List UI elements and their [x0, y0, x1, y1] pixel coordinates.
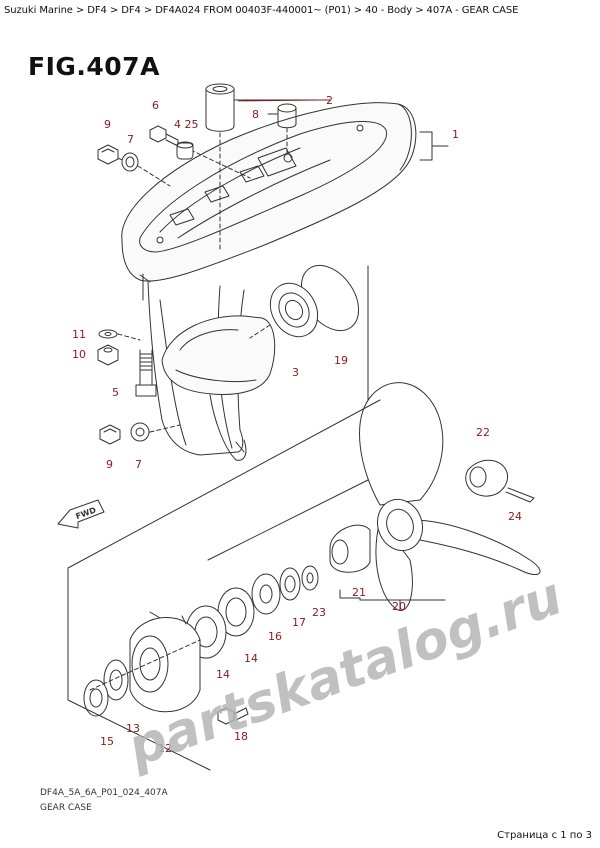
diagram-name: GEAR CASE — [40, 803, 92, 813]
propshaft-housing-12 — [129, 611, 201, 713]
figure-title: FIG.407A — [28, 52, 160, 81]
cotter-pin-24 — [505, 487, 535, 503]
washer-7-top — [121, 152, 139, 172]
spacer-17 — [279, 567, 301, 601]
fwd-arrow-icon — [57, 499, 105, 529]
oil-seal-15 — [83, 679, 109, 717]
oil-seal-13 — [103, 659, 129, 701]
callout-21: 21 — [352, 586, 366, 599]
callout-9-bottom: 9 — [106, 458, 113, 471]
gear-case-housing — [121, 102, 417, 461]
callout-14-upper: 14 — [244, 652, 258, 665]
callout-8: 8 — [252, 108, 259, 121]
washer-7-bottom — [130, 422, 150, 442]
stud-bolt-5 — [135, 349, 157, 397]
callout-20: 20 — [392, 600, 406, 613]
callout-14-lower: 14 — [216, 668, 230, 681]
callout-5: 5 — [112, 386, 119, 399]
bearing-3 — [269, 282, 319, 338]
plug-9-top — [97, 144, 119, 165]
callout-4-25: 4 25 — [174, 118, 199, 131]
callout-23: 23 — [312, 606, 326, 619]
thrust-washer-16 — [251, 573, 281, 615]
damper-4-25 — [176, 141, 194, 160]
callout-19: 19 — [334, 354, 348, 367]
callout-13: 13 — [126, 722, 140, 735]
callout-1: 1 — [452, 128, 459, 141]
nut-10 — [97, 344, 119, 366]
page-indicator: Страница с 1 по 3 — [497, 830, 592, 841]
callout-15: 15 — [100, 735, 114, 748]
callout-17: 17 — [292, 616, 306, 629]
callout-22: 22 — [476, 426, 490, 439]
plug-9-bottom — [99, 424, 121, 445]
callout-2: 2 — [326, 94, 333, 107]
callout-6: 6 — [152, 99, 159, 112]
breadcrumb[interactable]: Suzuki Marine > DF4 > DF4 > DF4A024 FROM… — [4, 5, 519, 16]
diagram-code: DF4A_5A_6A_P01_024_407A — [40, 788, 168, 798]
callout-7-top: 7 — [127, 133, 134, 146]
callout-18: 18 — [234, 730, 248, 743]
callout-11: 11 — [72, 328, 86, 341]
callout-24: 24 — [508, 510, 522, 523]
callout-10: 10 — [72, 348, 86, 361]
callout-7-bottom: 7 — [135, 458, 142, 471]
callout-9-top: 9 — [104, 118, 111, 131]
bushing-part — [277, 103, 297, 129]
bolt-18 — [217, 707, 249, 725]
prop-nut-22 — [465, 459, 508, 497]
spline-hub-21 — [329, 524, 371, 573]
collar-part — [205, 83, 235, 132]
washer-23 — [301, 565, 319, 591]
washer-11 — [98, 329, 118, 339]
callout-16: 16 — [268, 630, 282, 643]
callout-3: 3 — [292, 366, 299, 379]
callout-12: 12 — [158, 742, 172, 755]
propeller-20 — [359, 382, 541, 611]
